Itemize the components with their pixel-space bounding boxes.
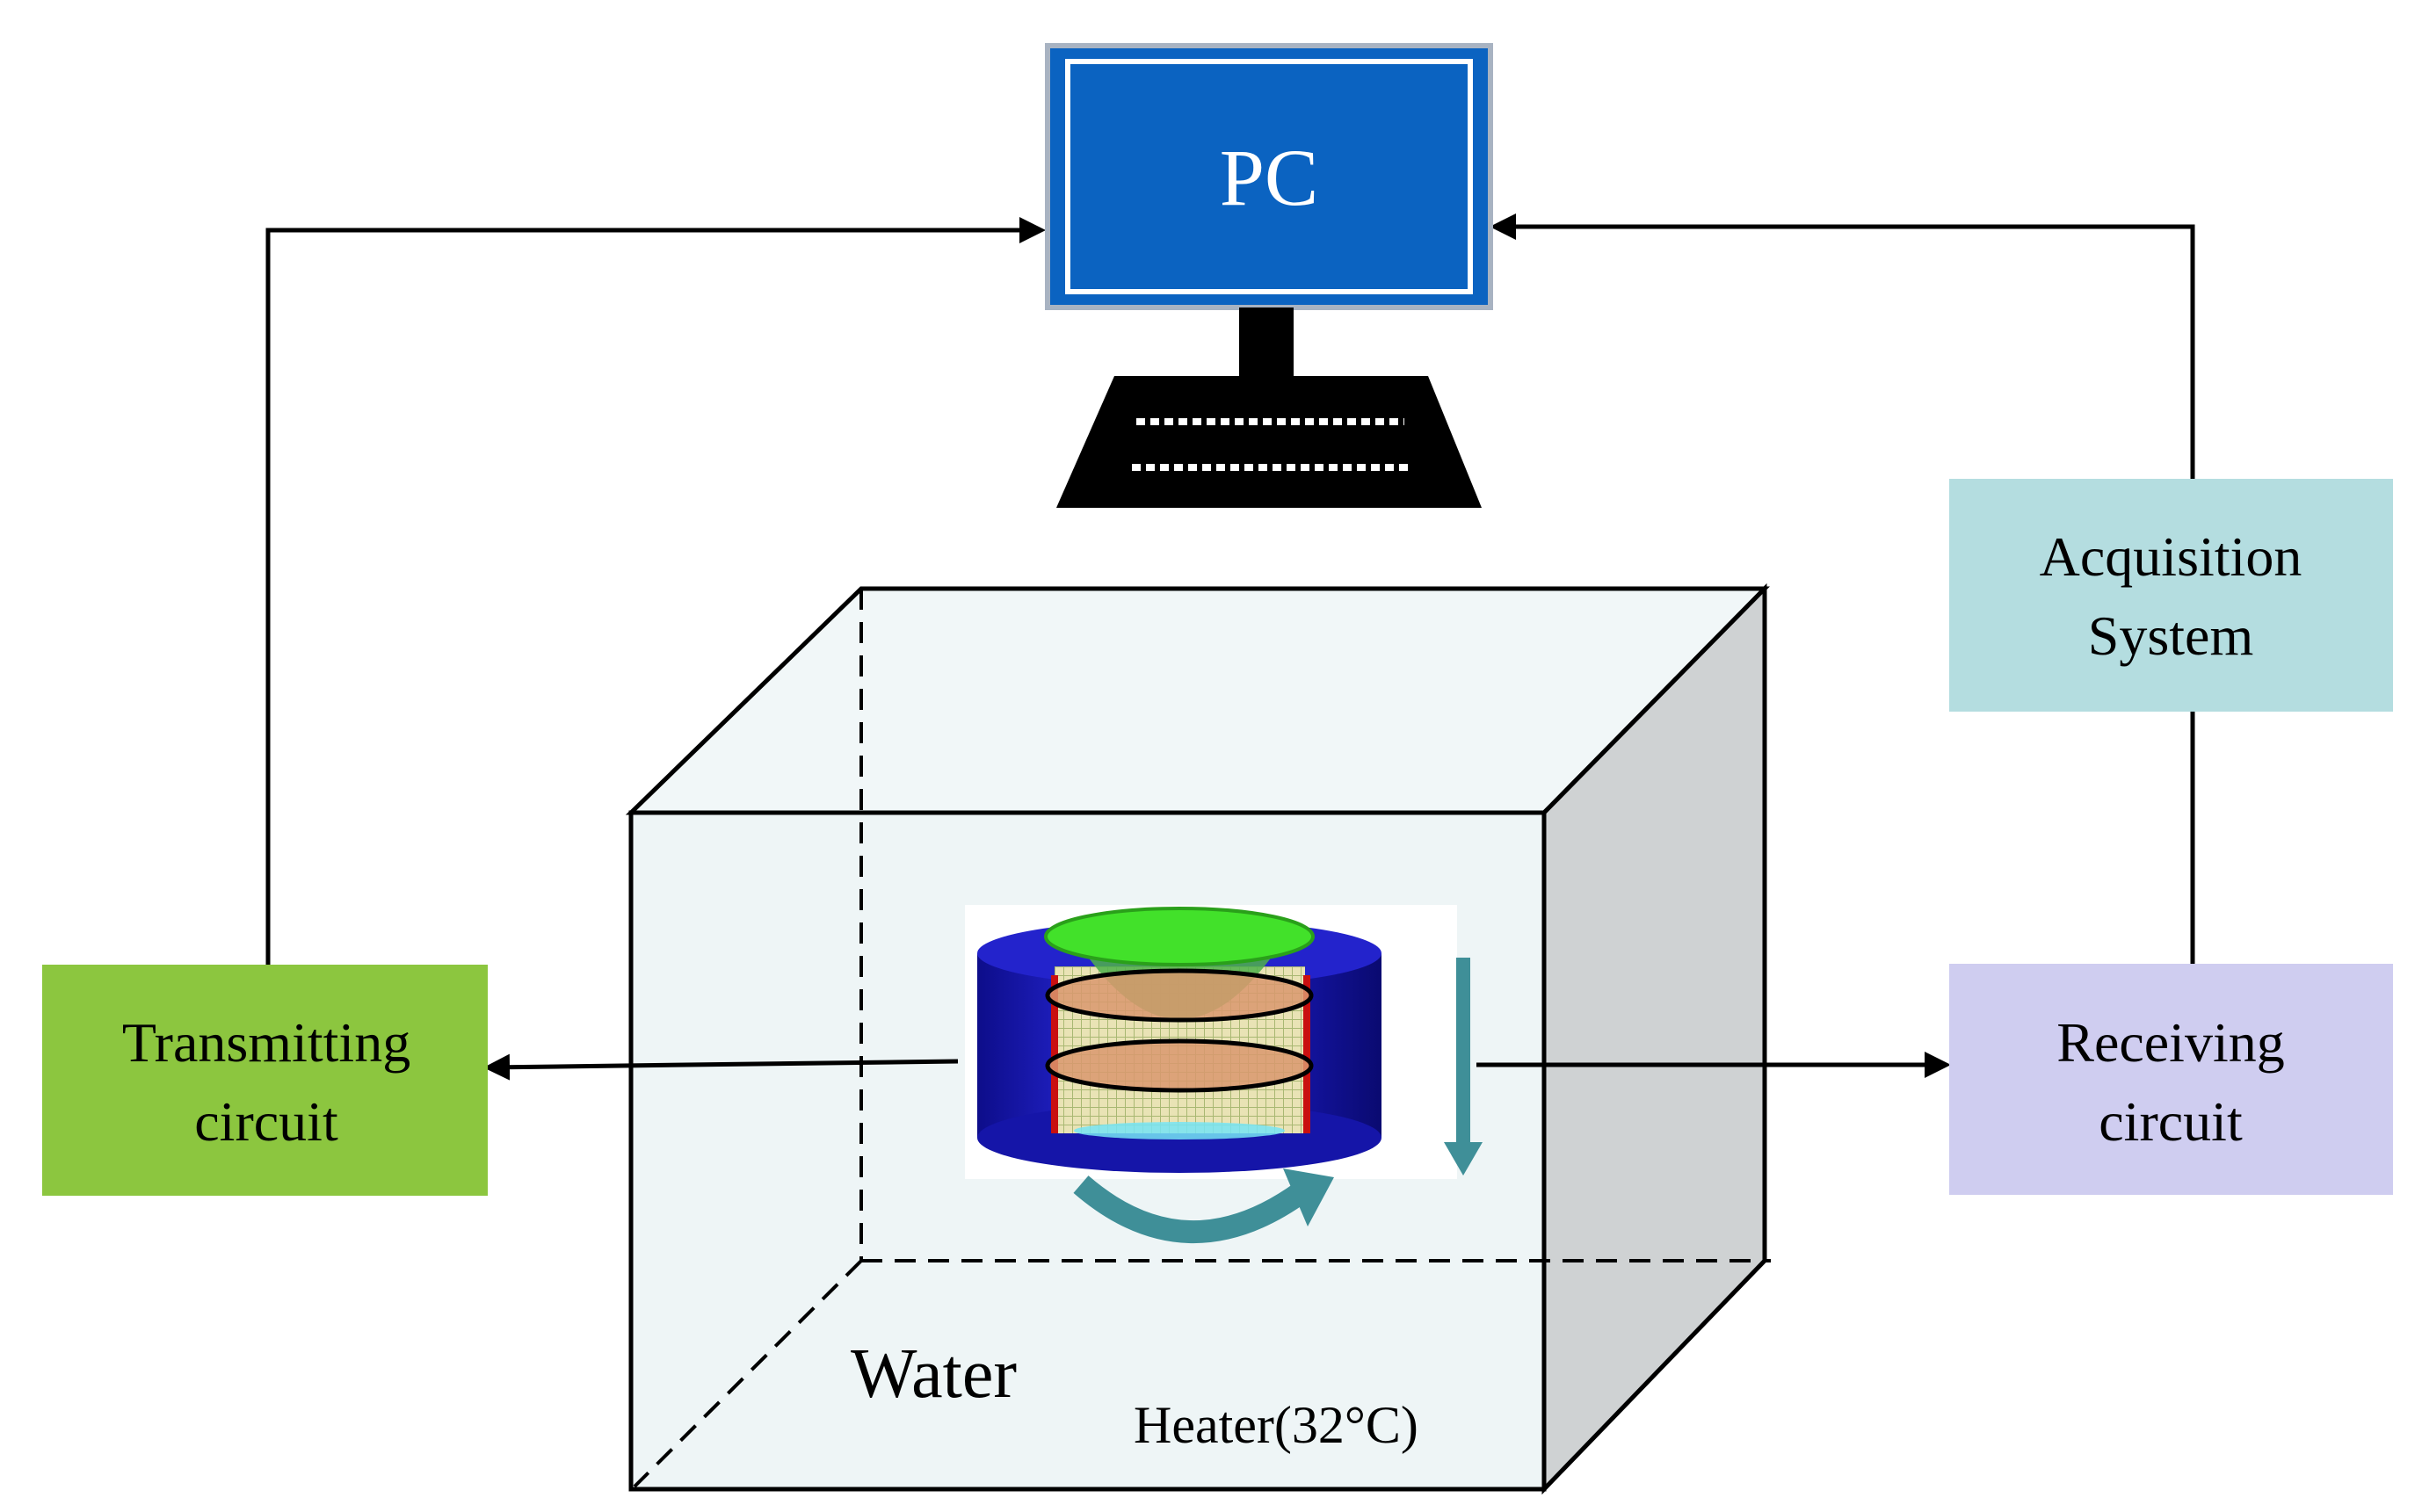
line-transmitting-to-pc (265, 217, 1046, 965)
transmitting-circuit-box: Transmitting circuit (42, 965, 488, 1196)
sensor-green-lid (1044, 907, 1315, 966)
acquisition-label-line1: Acquisition (2040, 525, 2302, 588)
sensor-model-icon (965, 905, 1457, 1179)
sensor-base-glow (1074, 1122, 1285, 1139)
receiving-circuit-box: Receiving circuit (1949, 964, 2393, 1195)
acquisition-label-line2: System (2088, 604, 2253, 667)
pc-screen-inner-border (1065, 59, 1473, 294)
transmitting-label-line1: Transmitting (122, 1011, 410, 1074)
line-acquisition-to-pc (1490, 213, 2195, 479)
keyboard-icon (1056, 376, 1482, 508)
water-label: Water (851, 1335, 1017, 1413)
line-sensor-to-transmitting (483, 1053, 959, 1081)
sensor-coil-upper (1045, 968, 1314, 1023)
tank-hidden-edge-diagonal (633, 1259, 863, 1488)
acquisition-system-box: Acquisition System (1949, 479, 2393, 712)
keyboard-body (1056, 376, 1482, 508)
receiving-label-line1: Receiving (2056, 1011, 2284, 1074)
sensor-coil-lower (1045, 1038, 1314, 1093)
rotation-arrow-icon (1073, 1168, 1334, 1243)
pc-monitor-stand (1239, 307, 1294, 380)
heater-label: Heater(32°C) (1134, 1396, 1418, 1454)
receiving-label-line2: circuit (2099, 1090, 2243, 1153)
connectors (265, 213, 2195, 965)
sensor-electrode-left (1051, 975, 1058, 1133)
pc-monitor-bezel (1045, 43, 1493, 310)
transmitting-label-line2: circuit (194, 1090, 338, 1153)
sensor-electrode-right (1303, 975, 1310, 1133)
pc-monitor-icon: PC (1045, 43, 1493, 380)
down-arrow-icon (1444, 958, 1483, 1176)
pc-label: PC (1220, 133, 1319, 222)
